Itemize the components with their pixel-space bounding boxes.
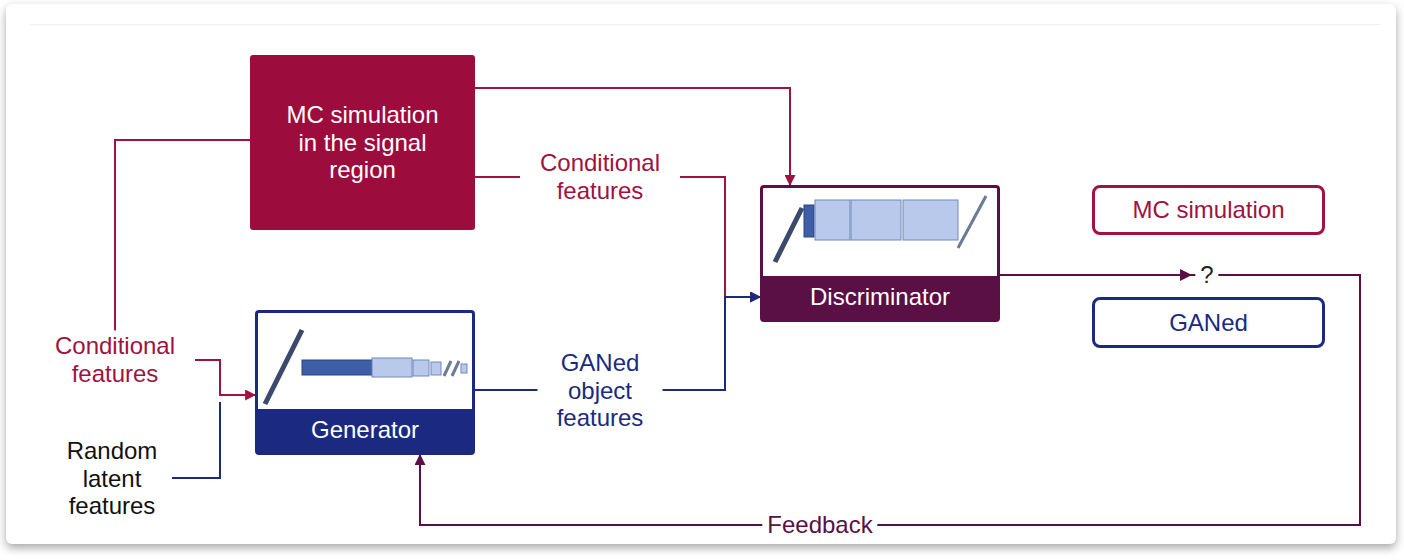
outcome-box: MC simulation <box>1092 185 1325 235</box>
network-box: Discriminator <box>760 185 1000 322</box>
layer-block <box>413 360 429 376</box>
layer-block <box>815 200 850 240</box>
box-title: MC simulation in the signal region <box>278 97 448 188</box>
network-box: Generator <box>255 310 475 455</box>
decision-mark: ? <box>1195 259 1218 291</box>
layer-block <box>903 200 958 240</box>
edge-label: GANed object features <box>538 347 663 434</box>
box-title: MC simulation <box>1124 192 1292 228</box>
box-title: GANed <box>1161 305 1256 341</box>
source-box: MC simulation in the signal region <box>250 55 475 230</box>
layer-block <box>431 362 441 375</box>
layer-plane <box>444 361 451 376</box>
discriminator-icon <box>775 196 986 262</box>
layer-block <box>804 205 814 237</box>
frame-rule <box>30 24 1380 25</box>
flow-arrow <box>420 275 1360 525</box>
layer-block <box>461 364 467 373</box>
edge-label: Feedback <box>762 509 877 541</box>
layer-block <box>372 358 412 377</box>
layer-block <box>851 200 901 240</box>
layer-plane <box>265 330 302 404</box>
edge-label: Conditional features <box>520 147 680 206</box>
input-leader <box>172 402 220 478</box>
input-label: Random latent features <box>52 435 172 522</box>
layer-plane <box>775 208 802 262</box>
edge-label: Conditional features <box>35 330 195 389</box>
layer-plane <box>452 361 459 376</box>
outcome-box: GANed <box>1092 297 1325 348</box>
band-title: Discriminator <box>763 276 997 319</box>
generator-icon <box>265 330 467 404</box>
layer-plane <box>958 196 986 248</box>
layer-block <box>302 360 372 375</box>
band-title: Generator <box>258 409 472 452</box>
